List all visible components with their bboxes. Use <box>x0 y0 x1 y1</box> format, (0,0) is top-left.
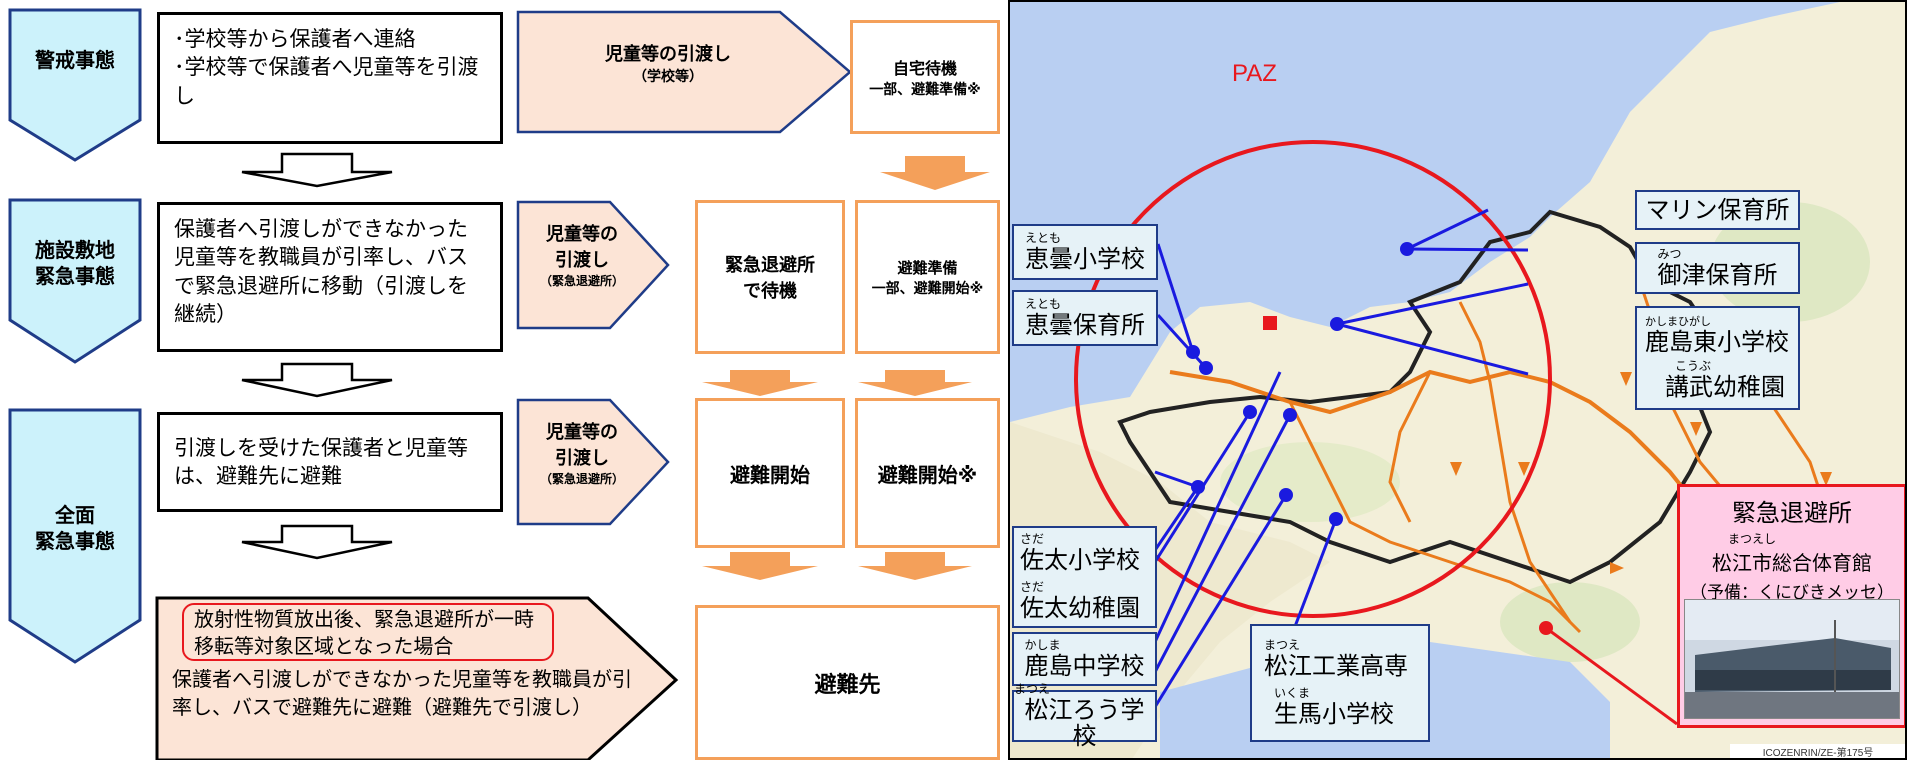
label-sada: さだ 佐太小学校 さだ 佐太幼稚園 <box>1012 526 1157 628</box>
handover-shelter1-shape <box>516 200 670 330</box>
alert-bullet-1: ･学校等から保護者へ連絡 <box>174 27 416 51</box>
stage-general-shape <box>8 408 142 664</box>
paz-circle <box>1074 140 1552 618</box>
evac-start-box: 避難開始 <box>695 398 845 548</box>
orange-arrow-4 <box>702 552 818 580</box>
orange-arrow-1 <box>880 156 990 190</box>
shelter-wait-box: 緊急退避所 で待機 <box>695 200 845 354</box>
label-marin: マリン保育所 <box>1635 190 1800 230</box>
label-kashima-jhs: かしま鹿島中学校 <box>1012 632 1157 686</box>
shelter-box: 緊急退避所 まつえし 松江市総合体育館 （予備：くにびきメッセ） <box>1677 484 1905 728</box>
handover-school: 児童等の引渡し （学校等） <box>605 44 731 85</box>
stage-alert: 警戒事態 <box>35 48 115 72</box>
stage-site-emergency: 施設敷地 緊急事態 <box>35 238 115 288</box>
down-arrow-3 <box>241 524 393 560</box>
down-arrow-1 <box>241 152 393 188</box>
handover-shelter2-shape <box>516 398 670 526</box>
orange-arrow-3 <box>858 370 972 396</box>
paz-label: PAZ <box>1232 60 1277 87</box>
stage-general-emergency: 全面 緊急事態 <box>35 503 115 553</box>
down-arrow-2 <box>241 362 393 398</box>
home-wait-box: 自宅待機 一部、避難準備※ <box>850 20 1000 134</box>
handover-shelter-2: 児童等の 引渡し （緊急退避所） <box>539 422 624 486</box>
label-mitsu: みつ御津保育所 <box>1635 242 1800 294</box>
alert-description: ･学校等から保護者へ連絡 ･学校等で保護者へ児童等を引渡し <box>157 12 503 144</box>
orange-arrow-5 <box>858 552 972 580</box>
evac-prep-box: 避難準備 一部、避難開始※ <box>855 200 1000 354</box>
label-etomo-nursery: えとも恵曇保育所 <box>1012 290 1158 346</box>
stage-alert-shape <box>8 8 142 162</box>
label-matsue-deaf: まつえ松江ろう学校 <box>1012 683 1157 749</box>
shelter-backup: （予備：くにびきメッセ） <box>1690 583 1894 603</box>
shelter-title: 緊急退避所 <box>1732 499 1852 527</box>
shelter-name: 松江市総合体育館 <box>1712 551 1872 575</box>
stage-site-shape <box>8 198 142 364</box>
map-panel: PAZ えとも恵曇小学校 えとも恵曇保育所 マリン保育所 みつ御津保育所 かしま… <box>1008 0 1907 760</box>
destination-box: 避難先 <box>695 605 1000 760</box>
release-shape <box>155 596 679 760</box>
evac-start-note-box: 避難開始※ <box>855 398 1000 548</box>
gym-photo <box>1684 599 1900 719</box>
release-condition: 放射性物質放出後、緊急退避所が一時移転等対象区域となった場合 <box>182 603 554 661</box>
handover-school-shape <box>516 10 852 134</box>
flow-shapes <box>8 8 990 760</box>
handover-shelter-1: 児童等の 引渡し （緊急退避所） <box>539 224 624 288</box>
shelter-ruby: まつえし <box>1728 532 1777 546</box>
label-kashimahigashi-kobu: かしまひがし 鹿島東小学校 こうぶ 講武幼稚園 <box>1635 306 1800 410</box>
site-description: 保護者へ引渡しができなかった児童等を教職員が引率し、バスで緊急退避所に移動（引渡… <box>157 202 503 352</box>
label-etomo-es: えとも恵曇小学校 <box>1012 224 1158 280</box>
plant-marker <box>1263 316 1277 330</box>
general-description: 引渡しを受けた保護者と児童等は、避難先に避難 <box>157 412 503 512</box>
orange-arrow-2 <box>702 370 818 396</box>
release-action: 保護者へ引渡しができなかった児童等を教職員が引率し、バスで避難先に避難（避難先で… <box>172 667 632 719</box>
map-credit: ICOZENRIN/ZE-第175号 <box>1730 744 1905 758</box>
label-kosen-ikuma: まつえ 松江工業高専 いくま 生馬小学校 <box>1250 624 1430 742</box>
alert-bullet-2: ･学校等で保護者へ児童等を引渡し <box>174 55 479 108</box>
